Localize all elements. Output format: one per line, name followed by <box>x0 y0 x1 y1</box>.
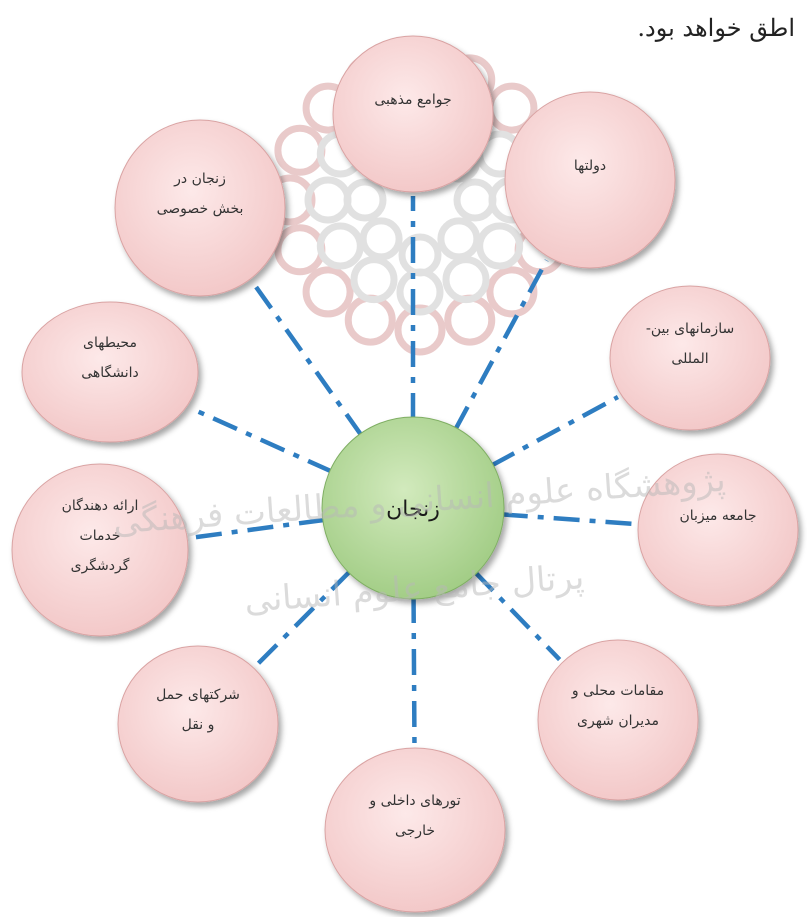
node-label-religious-communities-1: جوامع مذهبی <box>374 92 451 108</box>
node-religious-communities: جوامع مذهبی <box>332 35 494 193</box>
node-label-international-orgs-1: سازمانهای بین- <box>646 321 734 337</box>
node-governments: دولتها <box>504 91 676 269</box>
watermark-petal <box>359 217 403 261</box>
connector-line-transport-companies <box>254 569 352 667</box>
node-label-service-providers-3: گردشگری <box>71 557 130 574</box>
center-node-label: زنجان <box>386 497 440 522</box>
node-circle-academic-circles <box>21 301 199 443</box>
node-label-host-community-1: جامعه میزبان <box>679 508 756 524</box>
watermark-petal <box>394 304 446 356</box>
watermark-petal <box>437 217 481 261</box>
watermark-petal <box>476 222 524 270</box>
connector-line-tours <box>411 596 417 745</box>
connector-line-international-orgs <box>490 395 620 468</box>
watermark-petal <box>343 178 387 222</box>
node-label-private-sector-1: زنجان در <box>173 171 226 187</box>
connector-line-service-providers <box>190 517 326 540</box>
connector-line-local-officials <box>473 570 562 662</box>
watermark-petal <box>350 256 398 304</box>
watermark-petal <box>442 256 490 304</box>
node-host-community: جامعه میزبان <box>637 453 799 607</box>
node-label-international-orgs-2: المللی <box>671 351 708 367</box>
node-circle-tours <box>324 747 506 913</box>
node-label-service-providers-2: خدمات <box>80 528 121 544</box>
node-label-local-officials-1: مقامات محلی و <box>571 683 664 699</box>
watermark-petal <box>302 266 354 318</box>
node-international-orgs: سازمانهای بین- المللی <box>609 285 771 431</box>
node-circle-governments <box>504 91 676 269</box>
node-circle-local-officials <box>537 639 699 801</box>
watermark-petal <box>453 178 497 222</box>
node-circle-host-community <box>637 453 799 607</box>
node-transport-companies: شرکتهای حمل و نقل <box>117 645 279 803</box>
node-service-providers: ارائه دهندگان خدمات گردشگری <box>11 463 189 637</box>
node-private-sector: زنجان در بخش خصوصی <box>114 119 286 297</box>
node-label-academic-circles-2: دانشگاهی <box>81 364 139 381</box>
node-label-academic-circles-1: محیطهای <box>83 335 137 351</box>
node-academic-circles: محیطهای دانشگاهی <box>21 301 199 443</box>
node-label-transport-companies-2: و نقل <box>182 717 215 733</box>
header-text: اطق خواهد بود. <box>637 14 795 42</box>
node-circle-international-orgs <box>609 285 771 431</box>
node-label-tours-1: تورهای داخلی و <box>368 793 460 809</box>
node-local-officials: مقامات محلی و مدیران شهری <box>537 639 699 801</box>
watermark-petal <box>344 294 396 346</box>
connector-line-governments <box>453 259 549 431</box>
watermark-petal <box>398 233 442 277</box>
node-label-tours-2: خارجی <box>395 823 435 839</box>
watermark-petal <box>274 124 326 176</box>
node-circle-private-sector <box>114 119 286 297</box>
connector-lines <box>189 196 635 745</box>
connector-line-host-community <box>501 512 635 527</box>
node-label-local-officials-2: مدیران شهری <box>577 713 659 729</box>
connector-line-private-sector <box>250 280 364 437</box>
watermark-petal <box>444 294 496 346</box>
node-tours: تورهای داخلی و خارجی <box>324 747 506 913</box>
watermark-petal <box>486 266 538 318</box>
node-label-transport-companies-1: شرکتهای حمل <box>156 687 240 703</box>
node-circle-religious-communities <box>332 35 494 193</box>
node-label-service-providers-1: ارائه دهندگان <box>62 497 139 514</box>
node-label-private-sector-2: بخش خصوصی <box>157 201 244 217</box>
connector-line-academic-circles <box>189 405 333 474</box>
watermark-petal <box>316 222 364 270</box>
node-label-governments-1: دولتها <box>574 158 606 174</box>
center-node: زنجان <box>321 416 505 600</box>
watermark-petal <box>274 224 326 276</box>
node-circle-service-providers <box>11 463 189 637</box>
stakeholder-nodes: جوامع مذهبی دولتها سازمانهای بین- المللی جام… <box>11 35 799 913</box>
node-circle-transport-companies <box>117 645 279 803</box>
